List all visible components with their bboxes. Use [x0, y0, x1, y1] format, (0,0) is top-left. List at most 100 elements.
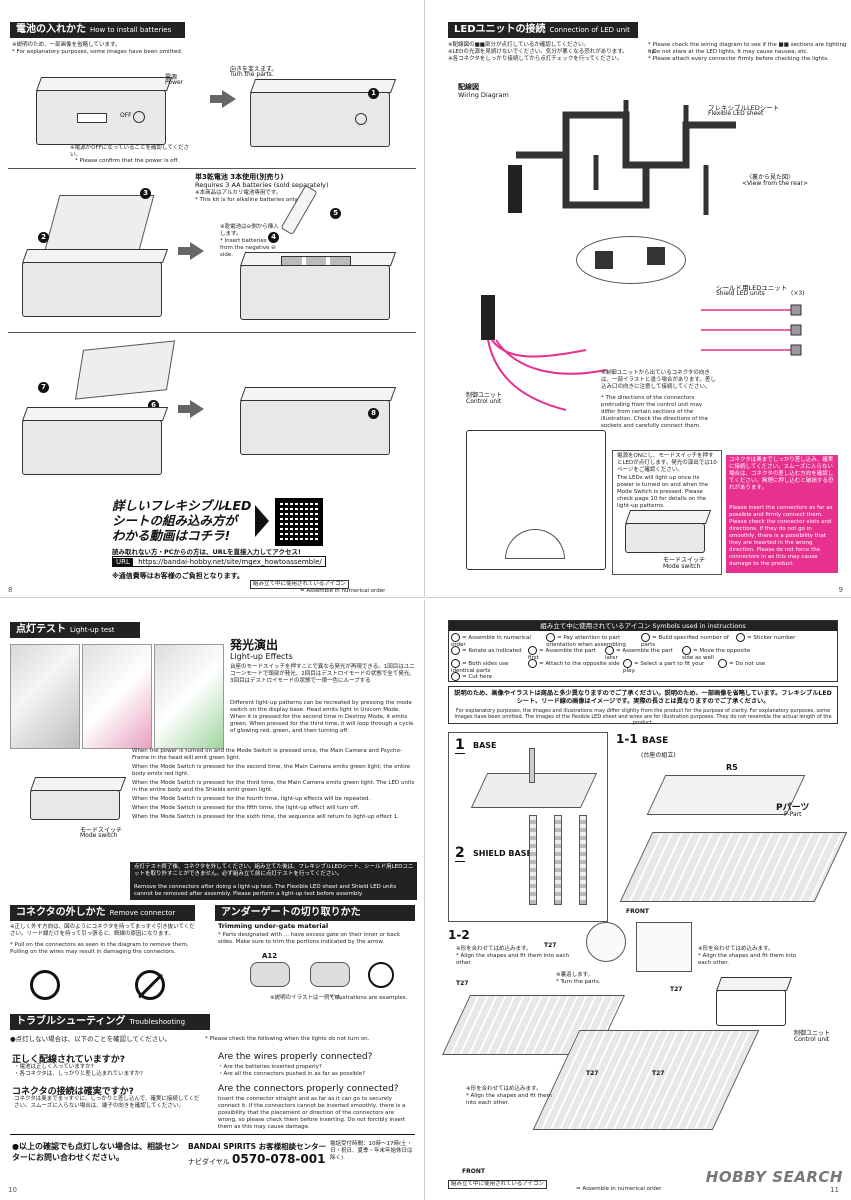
align-note-en: * Align the shapes and fit them into eac… — [456, 953, 570, 966]
align-note-en: * Align the shapes and fit them into eac… — [698, 953, 797, 966]
align-note-jp: ※形を合わせてはめ込みます。 — [456, 946, 532, 952]
page-11: 組み立て中に使用されているアイコン Symbols used in instru… — [426, 600, 851, 1200]
symbol-icon — [546, 633, 555, 642]
rear-view-label-en: <View from the rear> — [742, 180, 808, 187]
control-unit-illustration — [466, 430, 606, 570]
mode-switch-panel: 電源をONにし、モードスイッチを押すとLEDが点灯します。発光の演出では10ペー… — [612, 450, 722, 575]
connector-detail-circle — [576, 236, 686, 284]
footer-note: = Assemble in numerical order — [576, 1186, 662, 1192]
confirm-note-jp: ※電源がOFFになっていることを確認してください。 — [70, 145, 190, 158]
battery-compartment-illustration — [21, 249, 168, 317]
alkaline-note-jp: ※本商品はアルカリ電池専用です。 — [195, 190, 282, 196]
page-number: 9 — [838, 586, 843, 594]
instruction-en-1: * Please check the wiring diagram to see… — [648, 42, 847, 55]
battery-requirement-en: Requires 3 AA batteries (sold separately… — [195, 181, 329, 189]
section-title-jp: 点灯テスト — [16, 624, 66, 635]
symbol-item: = Both sides use identical parts — [451, 659, 528, 674]
step-5-marker: 5 — [330, 208, 341, 219]
q2-jp: コネクタの接続は確実ですか? — [12, 1087, 134, 1097]
trim-part-illustration — [310, 962, 350, 987]
q2-answer-jp: コネクタは奥までまっすぐに、しっかりと差し込んで、確実に接続してください。スムー… — [14, 1096, 200, 1109]
sequence-item: When the Mode Switch is pressed for the … — [132, 814, 399, 820]
url-box[interactable]: URL https://bandai-hobby.net/site/mgex_h… — [112, 556, 326, 567]
url-label: URL — [113, 558, 133, 566]
footer-icon-label: 組み立て中に使用されているアイコン — [448, 1180, 548, 1189]
trouble-desc-jp: ●点灯しない場合は、以下のことを確認してください。 — [10, 1035, 172, 1043]
detail-circle — [586, 922, 626, 962]
disclaimer-en: For explanatory purposes, the images and… — [454, 708, 832, 726]
part-r5-label: R5 — [726, 763, 738, 772]
remove-title-en: Remove connector — [109, 909, 176, 917]
front-label: FRONT — [626, 908, 649, 915]
trouble-desc-en: * Please check the following when the li… — [205, 1036, 370, 1042]
q1-answer-jp: ・電池は正しく入っていますか? ・各コネクタは、しっかりと差し込まれていますか? — [14, 1064, 144, 1077]
base-frame-illustration — [619, 832, 848, 902]
effects-desc-jp: 台座のモードスイッチを押すことで異なる発光が再現できる。1回目はユニコーンモード… — [230, 664, 415, 684]
divider — [8, 168, 416, 169]
connector-warning-en: Please insert the connectors as far as p… — [729, 505, 833, 567]
shield-count: (×3) — [791, 290, 805, 297]
q2-answer-en: Insert the connector straight and as far… — [218, 1096, 406, 1130]
symbol-desc: = Move the opposite side as well — [682, 648, 751, 661]
note-en: * For explanatory purposes, some images … — [12, 49, 183, 55]
effects-title-jp: 発光演出 — [230, 638, 279, 652]
promo-sub: 読み取れない方・PCからの方は、URLを直接入力してアクセス! — [112, 548, 301, 556]
light-sequence-list: When the power is turned on and the Mode… — [132, 748, 417, 823]
symbol-icon — [451, 659, 460, 668]
symbol-item: = Cut here — [451, 672, 546, 685]
symbol-desc: = Assemble in numerical order — [451, 635, 531, 648]
symbol-icon — [736, 633, 745, 642]
support-section: ●以上の確認でも点灯しない場合は、相談センターにお問い合わせください。 BAND… — [10, 1134, 415, 1180]
promo-text: 詳しいフレキシブルLED シートの組み込み方が わかる動画はコチラ! — [112, 498, 251, 543]
battery-compartment-illustration — [21, 407, 168, 475]
symbol-icon — [528, 659, 537, 668]
base-overview-panel: 1 BASE 2 SHIELD BASES — [448, 732, 608, 922]
step-label: BASE — [641, 736, 669, 746]
battery-cover-illustration — [74, 340, 176, 400]
symbol-desc: = Select a part to fit your play. — [623, 661, 705, 674]
remove-desc-en: * Pull on the connectors as seen in the … — [10, 942, 189, 955]
flexible-led-sheet-diagram — [508, 100, 736, 215]
after-test-en: Remove the connectors after doing a ligh… — [134, 884, 397, 897]
step-sublabel: (台座の組立) — [641, 752, 676, 759]
wiring-label-en: Wiring Diagram — [458, 91, 509, 99]
turn-note-en: * Turn the parts. — [556, 979, 601, 985]
symbol-item: = Rotate as indicated — [451, 646, 528, 659]
note-jp: ※説明のため、一部画像を省略しています。 — [12, 42, 121, 48]
shield-led-units-diagram — [701, 304, 802, 356]
symbol-icon — [641, 633, 650, 642]
mode-switch-label-en: Mode switch — [663, 563, 701, 570]
battery-box-illustration — [35, 77, 172, 145]
wiring-label-jp: 配線図 — [458, 83, 479, 91]
page-number: 11 — [830, 1186, 839, 1194]
effects-title-en: Light-up Effects — [230, 652, 293, 661]
turn-note-jp: ※裏返します。 — [556, 972, 594, 978]
instruction-en-2: * Do not stare at the LED lights. It may… — [648, 49, 809, 55]
sequence-item: When the Mode Switch is pressed for the … — [132, 764, 411, 777]
symbol-item: = Assemble the part first — [528, 646, 605, 661]
trim-result-icon — [368, 962, 394, 988]
alkaline-note-en: * This kit is for alkaline batteries onl… — [195, 197, 299, 203]
promo-arrow-icon — [255, 505, 269, 537]
url-link[interactable]: https://bandai-hobby.net/site/mgex_howto… — [138, 558, 322, 566]
part-t27-label: T27 — [586, 1070, 599, 1077]
p-parts-label-en: P-Part — [784, 811, 802, 818]
support-phone[interactable]: 0570-078-001 — [232, 1152, 326, 1166]
symbol-icon — [623, 659, 632, 668]
step-6-marker: 6 — [148, 400, 159, 411]
footer-note: = Assemble in numerical order — [300, 588, 386, 594]
q2-en: Are the connectors properly connected? — [218, 1084, 399, 1094]
symbol-item: = Attach to the opposite side — [528, 659, 623, 672]
symbol-icon — [451, 646, 460, 655]
q1-answer-en: ・Are the batteries inserted properly? ・A… — [218, 1064, 366, 1077]
qr-code[interactable] — [275, 498, 323, 546]
rear-view-label-jp: 〈裏から見た図〉 — [746, 174, 795, 181]
mode-switch-label-jp: モードスイッチ — [80, 827, 123, 834]
page-number: 10 — [8, 1186, 17, 1194]
instruction-en-3: * Please attach every connector firmly b… — [648, 56, 829, 62]
next-arrow-icon — [178, 400, 204, 418]
next-arrow-icon — [178, 242, 204, 260]
correct-icon — [30, 970, 60, 1000]
symbol-item: = Select a part to fit your play. — [623, 659, 718, 674]
